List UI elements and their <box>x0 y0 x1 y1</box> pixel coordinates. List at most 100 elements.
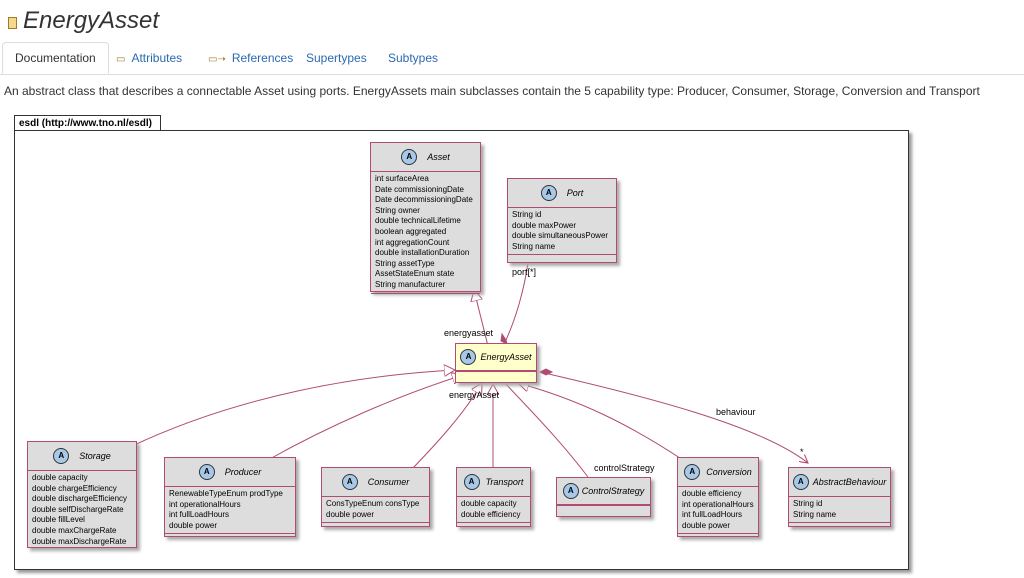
class-energyasset-name: EnergyAsset <box>480 352 532 362</box>
attr-line: String id <box>512 210 542 219</box>
package-tab: esdl (http://www.tno.nl/esdl) <box>14 115 161 132</box>
edge-label-port: port[*] <box>512 267 537 277</box>
attr-line: double selfDischargeRate <box>32 504 124 514</box>
class-energyasset[interactable]: A EnergyAsset <box>455 343 537 383</box>
class-consumer[interactable]: A Consumer ConsTypeEnum consType double … <box>321 467 430 527</box>
class-conversion-attrs: double efficiency int operationalHours i… <box>678 487 758 533</box>
abstract-class-circle-icon: A <box>341 474 358 490</box>
attr-line: int fullLoadHours <box>682 510 743 520</box>
tab-attributes[interactable]: ▭ Attributes <box>116 42 182 74</box>
attr-line: ConsTypeEnum consType <box>326 499 420 508</box>
class-controlstrategy-name: ControlStrategy <box>581 486 645 496</box>
attr-line: double chargeEfficiency <box>32 483 117 493</box>
class-consumer-header: A Consumer <box>322 468 429 497</box>
class-asset-name: Asset <box>427 152 450 162</box>
class-asset-header: A Asset <box>371 143 480 172</box>
abstract-class-circle-icon: A <box>792 474 809 490</box>
class-port-attrs: String id double maxPower double simulta… <box>508 208 616 254</box>
abstract-class-circle-icon: A <box>460 349 477 365</box>
class-storage[interactable]: A Storage double capacity double chargeE… <box>27 441 137 548</box>
attr-line: double efficiency <box>461 509 521 519</box>
tab-supertypes-label: Supertypes <box>306 51 367 65</box>
edge-label-energyasset-top: energyasset <box>444 328 494 338</box>
attr-line: String name <box>793 509 837 519</box>
attr-line: double power <box>169 520 218 530</box>
tab-supertypes[interactable]: Supertypes <box>306 42 367 74</box>
class-port-name: Port <box>566 188 584 198</box>
attr-line: String assetType <box>375 258 435 268</box>
class-producer-attrs: RenewableTypeEnum prodType int operation… <box>165 487 295 533</box>
class-controlstrategy[interactable]: A ControlStrategy <box>556 477 651 517</box>
class-producer-name: Producer <box>224 467 262 477</box>
abstract-class-circle-icon: A <box>53 448 70 464</box>
class-conversion-ops <box>678 533 758 540</box>
class-storage-name: Storage <box>79 451 111 461</box>
edge-label-multiplicity: * <box>800 447 804 457</box>
class-consumer-ops <box>322 522 429 529</box>
class-port[interactable]: A Port String id double maxPower double … <box>507 178 617 263</box>
class-consumer-name: Consumer <box>367 477 410 487</box>
attr-line: Date decommissioningDate <box>375 195 473 205</box>
edge-label-energyasset-bottom: energyAsset <box>449 390 500 400</box>
class-description: An abstract class that describes a conne… <box>4 84 980 98</box>
class-storage-attrs: double capacity double chargeEfficiency … <box>28 471 136 549</box>
page-title: EnergyAsset <box>23 7 160 34</box>
attr-line: double power <box>682 520 731 530</box>
attr-line: double capacity <box>461 499 517 508</box>
edge-label-behaviour: behaviour <box>716 407 756 417</box>
class-controlstrategy-attrs <box>557 505 650 511</box>
class-controlstrategy-header: A ControlStrategy <box>557 478 650 505</box>
class-transport-name: Transport <box>485 477 524 487</box>
attr-line: double technicalLifetime <box>375 216 461 226</box>
class-storage-header: A Storage <box>28 442 136 471</box>
class-port-header: A Port <box>508 179 616 208</box>
class-producer-header: A Producer <box>165 458 295 487</box>
attr-line: int surfaceArea <box>375 174 429 183</box>
attr-line: double maxChargeRate <box>32 525 117 535</box>
attr-line: double maxPower <box>512 220 577 230</box>
class-transport-header: A Transport <box>457 468 530 497</box>
class-transport-attrs: double capacity double efficiency <box>457 497 530 522</box>
class-abstractbehaviour[interactable]: A AbstractBehaviour String id String nam… <box>788 467 891 527</box>
attr-line: double simultaneousPower <box>512 231 609 241</box>
abstract-class-circle-icon: A <box>463 474 480 490</box>
page-title-row: EnergyAsset <box>8 6 159 36</box>
class-icon <box>8 17 17 29</box>
attr-line: int fullLoadHours <box>169 510 230 520</box>
class-producer[interactable]: A Producer RenewableTypeEnum prodType in… <box>164 457 296 537</box>
tab-references[interactable]: ▭➝References <box>208 42 293 74</box>
tab-documentation-label: Documentation <box>15 51 96 65</box>
attr-line: int operationalHours <box>169 499 241 509</box>
tab-references-label: References <box>231 51 294 65</box>
class-energyasset-attrs <box>456 371 536 377</box>
class-asset[interactable]: A Asset int surfaceArea Date commissioni… <box>370 142 481 294</box>
class-conversion-name: Conversion <box>706 467 752 477</box>
class-asset-attrs: int surfaceArea Date commissioningDate D… <box>371 172 480 293</box>
class-conversion-header: A Conversion <box>678 458 758 487</box>
tab-subtypes[interactable]: Subtypes <box>388 42 438 74</box>
attr-line: String id <box>793 499 823 508</box>
attr-line: AssetStateEnum state <box>375 269 455 279</box>
class-abstractbehaviour-ops <box>789 522 890 529</box>
class-consumer-attrs: ConsTypeEnum consType double power <box>322 497 429 522</box>
class-producer-ops <box>165 533 295 540</box>
class-abstractbehaviour-header: A AbstractBehaviour <box>789 468 890 497</box>
tab-attributes-label: Attributes <box>131 51 183 65</box>
attribute-icon: ▭ <box>116 54 126 65</box>
attr-line: double maxDischargeRate <box>32 536 127 546</box>
attr-line: double installationDuration <box>375 248 470 258</box>
class-abstractbehaviour-attrs: String id String name <box>789 497 890 522</box>
attr-line: Date commissioningDate <box>375 184 464 194</box>
edge-label-controlstrategy: controlStrategy <box>594 463 655 473</box>
attr-line: double fillLevel <box>32 515 85 525</box>
class-transport[interactable]: A Transport double capacity double effic… <box>456 467 531 527</box>
class-transport-ops <box>457 522 530 529</box>
class-asset-ops <box>371 292 480 300</box>
abstract-class-circle-icon: A <box>540 185 557 201</box>
class-abstractbehaviour-name: AbstractBehaviour <box>812 477 887 487</box>
tab-documentation[interactable]: Documentation <box>2 42 109 74</box>
package-label: esdl (http://www.tno.nl/esdl) <box>19 118 152 129</box>
attr-line: boolean aggregated <box>375 226 447 236</box>
class-conversion[interactable]: A Conversion double efficiency int opera… <box>677 457 759 537</box>
attr-line: double power <box>326 509 375 519</box>
